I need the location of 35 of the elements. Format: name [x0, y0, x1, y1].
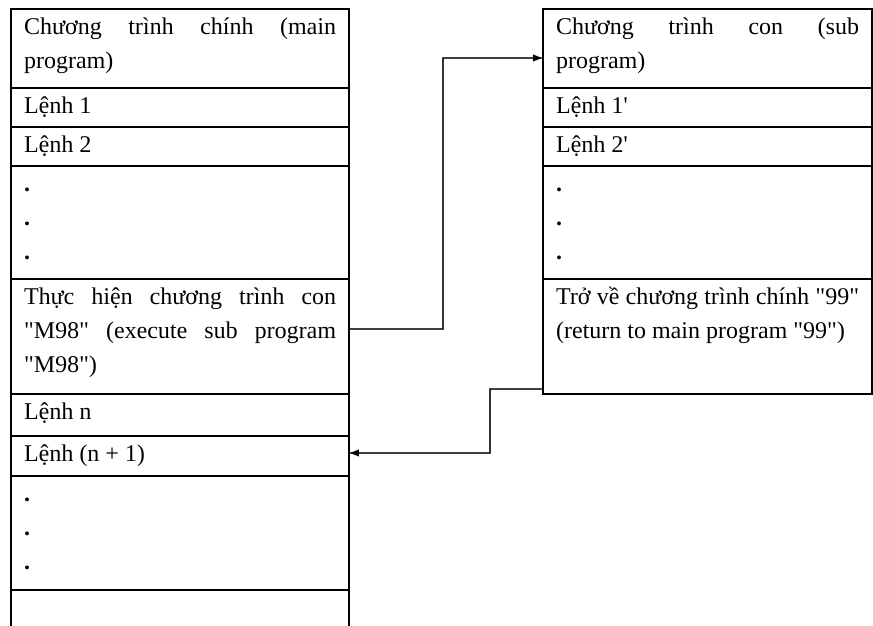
table-row: [542, 165, 873, 280]
row-text: Lệnh 2': [556, 131, 629, 160]
continuation-dot: .: [556, 170, 562, 199]
row-text: Thực hiện chương trình con "M98" (execute sub program "M98"): [24, 283, 336, 380]
table-row: [10, 126, 350, 167]
table-row: [10, 87, 350, 128]
continuation-dot: .: [24, 548, 30, 577]
table-row: [10, 8, 350, 89]
table-row: [542, 126, 873, 167]
continuation-dot: .: [24, 480, 30, 509]
continuation-dot: .: [24, 514, 30, 543]
row-text: Chương trình con (sub program): [556, 13, 859, 76]
row-text: Trở về chương trình chính "99" (return to main program "99"): [556, 283, 859, 346]
continuation-dot: .: [556, 238, 562, 267]
continuation-dot: .: [24, 238, 30, 267]
table-row: [542, 278, 873, 395]
empty-row: [10, 589, 350, 626]
table-row: [542, 87, 873, 128]
row-text: Lệnh 2: [24, 131, 92, 160]
row-text: Chương trình chính (main program): [24, 13, 336, 76]
continuation-dot: .: [24, 170, 30, 199]
row-text: Lệnh n: [24, 398, 92, 427]
connector-arrow: [350, 388, 542, 457]
row-text: Lệnh (n + 1): [24, 440, 146, 469]
table-row: [10, 435, 350, 477]
connector-arrow: [350, 54, 542, 330]
table-row: [10, 393, 350, 437]
table-row: [10, 165, 350, 280]
table-row: [542, 8, 873, 89]
continuation-dot: .: [24, 204, 30, 233]
table-row: [10, 475, 350, 591]
row-text: Lệnh 1': [556, 92, 629, 121]
continuation-dot: .: [556, 204, 562, 233]
table-row: [10, 278, 350, 395]
row-text: Lệnh 1: [24, 92, 92, 121]
